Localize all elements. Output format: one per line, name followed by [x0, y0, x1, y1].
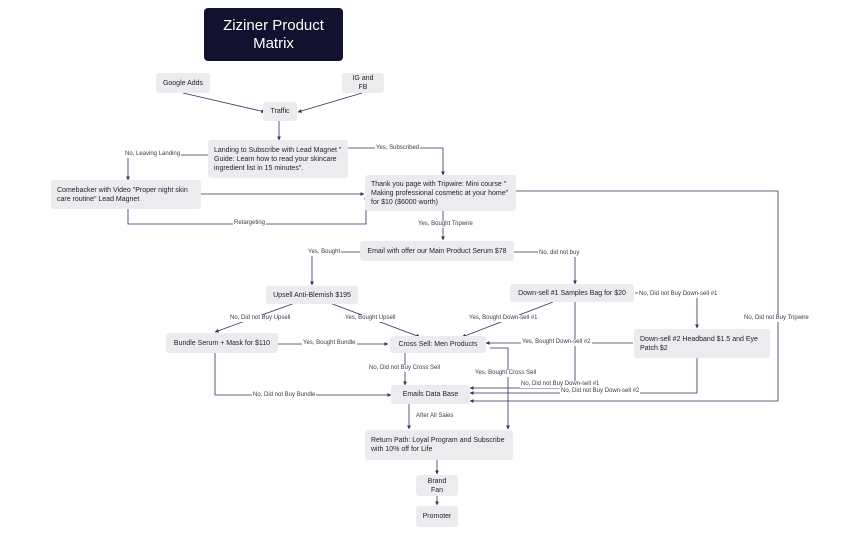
node-email-offer: Email with offer our Main Product Serum … [360, 241, 514, 261]
label-yes-bought-cross-sell: Yes, Bought Cross Sell [474, 370, 538, 377]
label-yes-bought-upsell: Yes, Bought Upsell [344, 315, 397, 322]
label-retargeting: Retargeting [233, 220, 267, 227]
node-emails-db: Emails Data Base [391, 385, 470, 404]
edge-cross-to-return [490, 347, 510, 430]
label-no-did-not-buy-cross-sell: No, Did not Buy Cross Sell [368, 365, 442, 372]
label-yes-bought-bundle: Yes, Bought Bundle [302, 340, 357, 347]
edge-thankyou-to-db [469, 190, 779, 403]
node-promoter: Promoter [416, 506, 458, 527]
label-no-did-not-buy: No, did not buy [538, 250, 581, 257]
node-return-path: Return Path: Loyal Program and Subscribe… [365, 430, 513, 460]
label-yes-bought: Yes, Bought [307, 249, 342, 256]
node-bundle: Bundle Serum + Mask for $110 [166, 333, 278, 353]
edge-bundle-to-db [214, 353, 392, 397]
node-landing: Landing to Subscribe with Lead Magnet " … [208, 140, 348, 178]
node-traffic: Traffic [263, 102, 297, 121]
label-no-did-not-buy-downsell-1-top: No, Did not Buy Down-sell #1 [638, 291, 719, 298]
node-google-adds: Google Adds [156, 73, 210, 93]
label-no-did-not-buy-downsell-2: No, Did not Buy Down-sell #2 [560, 388, 641, 395]
edge-google-to-traffic [182, 92, 266, 114]
label-no-did-not-buy-bundle: No, Did not Buy Bundle [252, 392, 317, 399]
edge-email-to-upsell [310, 251, 360, 286]
node-brand-fan: Brand Fan [416, 475, 458, 496]
node-comebacker: Comebacker with Video "Proper night skin… [51, 180, 201, 209]
edge-landing-to-thankyou [348, 147, 445, 176]
diagram-title: Ziziner Product Matrix [204, 8, 343, 61]
edge-downsell2-to-db [469, 358, 698, 395]
label-yes-bought-downsell-2: Yes, Bought Down-sell #2 [521, 339, 592, 346]
label-after-all-sales: After All Sales [415, 413, 455, 420]
node-upsell: Upsell Anti-Blemish $195 [266, 286, 358, 304]
label-no-did-not-buy-upsell: No, Did not Buy Upsell [229, 315, 292, 322]
node-ig-fb: IG and FB [342, 73, 384, 93]
label-no-did-not-buy-downsell-1: No, Did not Buy Down-sell #1 [520, 381, 601, 388]
label-yes-subscribed: Yes, Subscribed [375, 145, 421, 152]
label-no-did-not-buy-tripwire: No, Did not Buy Tripwire [743, 315, 810, 322]
label-no-leaving-landing: No, Leaving Landing [124, 151, 182, 158]
label-yes-bought-downsell-1: Yes, Bought Down-sell #1 [468, 315, 539, 322]
node-cross-sell: Cross Sell: Men Products [390, 336, 486, 353]
edge-downsell1-to-downsell2 [635, 292, 699, 329]
label-yes-bought-tripwire: Yes, Bought Tripwire [417, 221, 474, 228]
node-downsell-1: Down-sell #1 Samples Bag for $20 [510, 284, 634, 302]
edge-landing-to-comebacker [126, 154, 210, 181]
node-downsell-2: Down-sell #2 Headband $1.5 and Eye Patch… [634, 329, 770, 358]
node-thank-you: Thank you page with Tripwire: Mini cours… [365, 175, 516, 211]
edge-ig-to-traffic [297, 92, 363, 113]
